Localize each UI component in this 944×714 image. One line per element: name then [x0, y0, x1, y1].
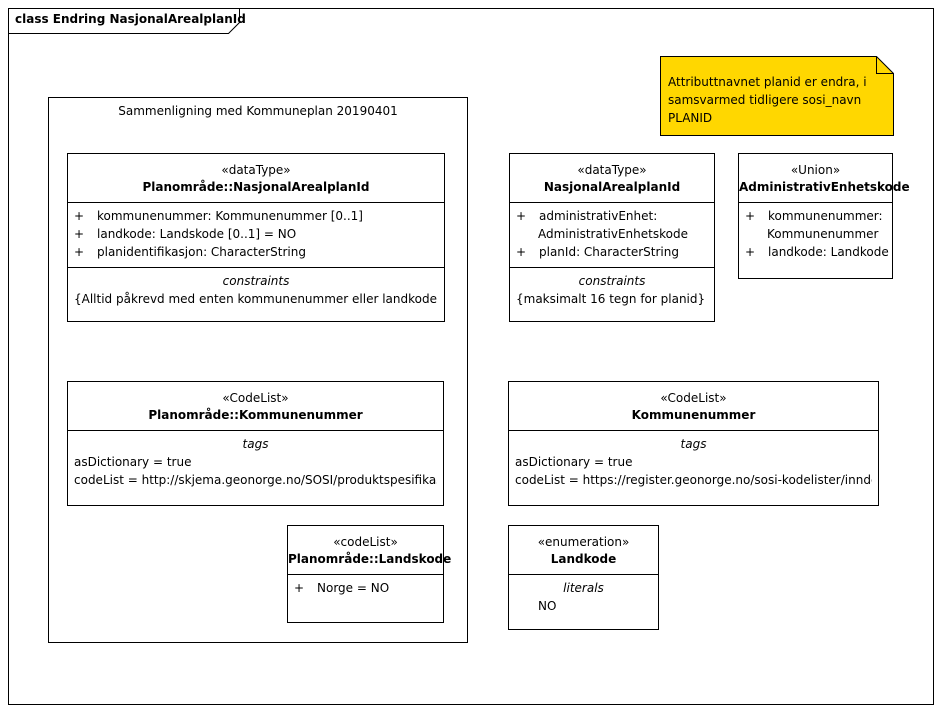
attribute-row: + kommunenummer:	[745, 207, 886, 225]
class-planomrade-nasjonalarealplanid[interactable]: «dataType» Planområde::NasjonalArealplan…	[67, 153, 445, 322]
class-planomrade-kommunenummer[interactable]: «CodeList» Planområde::Kommunenummer tag…	[67, 381, 444, 506]
visibility-marker: +	[745, 245, 756, 259]
note-line: Attributtnavnet planid er endra, i	[668, 75, 867, 89]
constraint-text: {Alltid påkrevd med enten kommunenummer …	[74, 292, 438, 306]
attributes-compartment: + kommunenummer: Kommunenummer [0..1] + la…	[68, 202, 444, 267]
tags-compartment: tags asDictionary = true codeList = http…	[68, 430, 443, 495]
attribute-continuation: Kommunenummer	[767, 227, 879, 241]
tag-value: codeList = https://register.geonorge.no/…	[515, 473, 872, 487]
note[interactable]: Attributtnavnet planid er endra, i samsv…	[660, 56, 894, 136]
class-header: «Union» AdministrativEnhetskode	[739, 154, 910, 196]
class-kommunenummer[interactable]: «CodeList» Kommunenummer tags asDictiona…	[508, 381, 879, 506]
attribute-text: landkode: Landskode [0..1] = NO	[97, 227, 297, 241]
tags-label: tags	[680, 437, 707, 451]
class-header: «codeList» Planområde::Landskode	[288, 526, 452, 568]
attribute-row: + landkode: Landkode	[745, 243, 889, 261]
attribute-row: + planId: CharacterString	[516, 243, 708, 261]
note-line: samsvarmed tidligere sosi_navn	[668, 93, 862, 107]
class-name: Planområde::NasjonalArealplanId	[142, 180, 370, 194]
diagram-frame	[8, 8, 934, 705]
class-header: «dataType» Planområde::NasjonalArealplan…	[68, 154, 444, 196]
class-nasjonalarealplanid[interactable]: «dataType» NasjonalArealplanId + administ…	[509, 153, 715, 322]
tag-value: asDictionary = true	[74, 455, 192, 469]
class-administrativenhetskode[interactable]: «Union» AdministrativEnhetskode + kommune…	[738, 153, 910, 279]
class-name: Kommunenummer	[631, 408, 756, 422]
class-name: Planområde::Landskode	[288, 552, 452, 566]
package-title: Sammenligning med Kommuneplan 20190401	[118, 104, 398, 118]
constraint-text: {maksimalt 16 tegn for planid}	[516, 292, 706, 306]
visibility-marker: +	[294, 581, 305, 595]
stereotype-label: «Union»	[790, 163, 841, 177]
attribute-row: + landkode: Landskode [0..1] = NO	[74, 225, 438, 243]
attribute-text: planidentifikasjon: CharacterString	[97, 245, 306, 259]
visibility-marker: +	[745, 209, 756, 223]
stereotype-label: «codeList»	[333, 535, 398, 549]
attribute-text: administrativEnhet:	[539, 209, 658, 223]
class-header: «dataType» NasjonalArealplanId	[510, 154, 714, 196]
attribute-row: + administrativEnhet:	[516, 207, 708, 225]
tags-compartment: tags asDictionary = true codeList = http…	[509, 430, 878, 495]
class-name: Landkode	[550, 552, 617, 566]
attribute-row: + Norge = NO	[294, 579, 437, 597]
class-planomrade-landskode[interactable]: «codeList» Planområde::Landskode + Norge …	[287, 525, 452, 623]
attribute-row: + kommunenummer: Kommunenummer [0..1]	[74, 207, 438, 225]
visibility-marker: +	[74, 245, 85, 259]
class-header: «CodeList» Kommunenummer	[509, 382, 878, 424]
stereotype-label: «dataType»	[221, 163, 291, 177]
constraints-compartment: constraints {Alltid påkrevd med enten ko…	[68, 267, 444, 314]
constraints-label: constraints	[222, 274, 290, 288]
literals-label: literals	[563, 581, 604, 595]
class-header: «enumeration» Landkode	[509, 526, 658, 568]
tag-value: asDictionary = true	[515, 455, 633, 469]
class-name: NasjonalArealplanId	[543, 180, 681, 194]
constraints-label: constraints	[578, 274, 646, 288]
stereotype-label: «CodeList»	[660, 391, 727, 405]
attribute-row: + planidentifikasjon: CharacterString	[74, 243, 438, 261]
stereotype-label: «CodeList»	[222, 391, 289, 405]
visibility-marker: +	[516, 245, 527, 259]
note-text: Attributtnavnet planid er endra, i samsv…	[668, 73, 878, 127]
visibility-marker: +	[74, 227, 85, 241]
visibility-marker: +	[74, 209, 85, 223]
tag-value: codeList = http://skjema.geonorge.no/SOS…	[74, 473, 437, 487]
note-line: PLANID	[668, 111, 713, 125]
attributes-compartment: + administrativEnhet: AdministrativEnhets…	[510, 202, 714, 267]
attribute-text: kommunenummer:	[768, 209, 883, 223]
stereotype-label: «enumeration»	[537, 535, 630, 549]
constraints-compartment: constraints {maksimalt 16 tegn for plani…	[510, 267, 714, 314]
enum-literal: NO	[538, 599, 557, 613]
visibility-marker: +	[516, 209, 527, 223]
class-landkode[interactable]: «enumeration» Landkode literals NO	[508, 525, 659, 630]
attribute-continuation: AdministrativEnhetskode	[538, 227, 688, 241]
attribute-text: landkode: Landkode	[768, 245, 889, 259]
class-name: Planområde::Kommunenummer	[148, 408, 363, 422]
frame-title: class Endring NasjonalArealplanId	[15, 12, 246, 26]
attribute-text: Norge = NO	[317, 581, 390, 595]
attribute-text: planId: CharacterString	[539, 245, 679, 259]
attributes-compartment: + Norge = NO	[288, 574, 443, 603]
tags-label: tags	[242, 437, 269, 451]
package-kommuneplan-comparison[interactable]: Sammenligning med Kommuneplan 20190401	[48, 97, 468, 643]
class-header: «CodeList» Planområde::Kommunenummer	[68, 382, 443, 424]
attributes-compartment: + kommunenummer: Kommunenummer + landkode:…	[739, 202, 892, 267]
class-name: AdministrativEnhetskode	[739, 180, 910, 194]
attribute-text: kommunenummer: Kommunenummer [0..1]	[97, 209, 363, 223]
literals-compartment: literals NO	[509, 574, 658, 621]
stereotype-label: «dataType»	[577, 163, 647, 177]
